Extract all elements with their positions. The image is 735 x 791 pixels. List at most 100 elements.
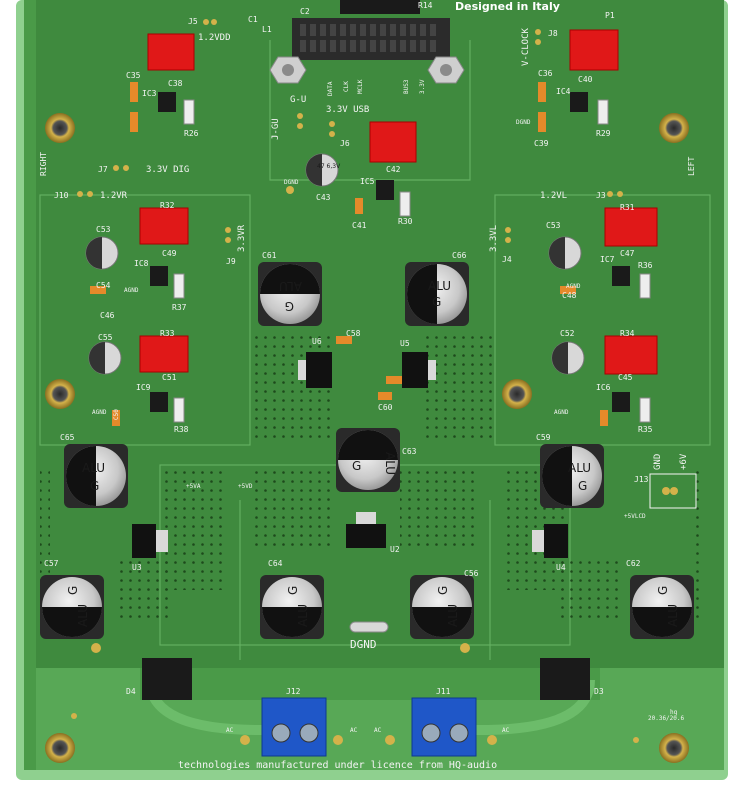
- alu-label: ALU: [296, 604, 310, 627]
- label-5vlcd: +5VLCD: [624, 513, 646, 520]
- smd-capacitor: [90, 82, 608, 426]
- label-u3: U3: [132, 563, 142, 572]
- label-r30: R30: [398, 217, 413, 226]
- header-connector: [292, 0, 450, 60]
- label-d3: D3: [594, 687, 604, 696]
- hex-standoff-left: [269, 56, 307, 84]
- label-j7-net: 3.3V DIG: [146, 165, 189, 175]
- label-r33: R33: [160, 329, 175, 338]
- alu-g-label: G: [656, 586, 670, 595]
- label-ic6: IC6: [596, 383, 611, 392]
- dgnd-test-loop: [349, 621, 389, 633]
- label-j12: J12: [286, 687, 301, 696]
- label-l1: L1: [262, 25, 272, 34]
- label-c43-value: 47 6,3V: [317, 163, 341, 170]
- label-c64: C64: [268, 559, 283, 568]
- label-j3: J3: [596, 191, 606, 200]
- small-electrolytic: [85, 153, 585, 375]
- via-fields: [40, 330, 700, 620]
- label-agnd-right2: AGND: [554, 409, 569, 416]
- label-c36: C36: [538, 69, 553, 78]
- alu-g-label: G: [90, 479, 99, 493]
- label-j7: J7: [98, 165, 108, 174]
- label-r14: R14: [418, 1, 433, 10]
- licence-text: technologies manufactured under licence …: [178, 760, 497, 771]
- label-c58: C58: [346, 329, 361, 338]
- label-j3-net: 1.2VL: [540, 191, 567, 201]
- alu-g-label: G: [285, 299, 294, 313]
- label-c63: C63: [402, 447, 417, 456]
- label-3v3: 3.3V: [419, 79, 426, 94]
- alu-capacitor: [40, 262, 694, 639]
- label-u2: U2: [390, 545, 400, 554]
- label-r29: R29: [596, 129, 611, 138]
- label-j10: J10: [54, 191, 69, 200]
- label-j9: J9: [226, 257, 236, 266]
- label-r31: R31: [620, 203, 635, 212]
- label-j10-net: 1.2VR: [100, 191, 128, 201]
- label-d4: D4: [126, 687, 136, 696]
- label-c49: C49: [162, 249, 177, 258]
- label-c40: C40: [578, 75, 593, 84]
- designed-in-italy: Designed in Italy: [455, 0, 560, 13]
- alu-g-label: G: [66, 586, 80, 595]
- label-c41: C41: [352, 221, 367, 230]
- label-j8: J8: [548, 29, 558, 38]
- label-r38: R38: [174, 425, 189, 434]
- label-c2: C2: [300, 7, 310, 16]
- label-ac: AC: [502, 727, 510, 734]
- version-text: 20.36/20.6: [648, 715, 685, 722]
- label-c50: C50: [113, 409, 120, 420]
- label-ic4: IC4: [556, 87, 571, 96]
- header-pins: [77, 19, 623, 243]
- label-6v: +6V: [679, 453, 689, 470]
- label-c54: C54: [96, 281, 111, 290]
- label-c59: C59: [536, 433, 551, 442]
- label-3v3l: 3.3VL: [489, 225, 499, 252]
- alu-g-label: G: [436, 586, 450, 595]
- label-5va: +5VA: [186, 483, 201, 490]
- label-j6: J6: [340, 139, 350, 148]
- label-r35: R35: [638, 425, 653, 434]
- label-ac: AC: [350, 727, 358, 734]
- label-c61: C61: [262, 251, 277, 260]
- label-g-u: G-U: [290, 95, 306, 105]
- alu-label: ALU: [568, 461, 591, 475]
- label-c47: C47: [620, 249, 635, 258]
- label-r32: R32: [160, 201, 175, 210]
- label-ic5: IC5: [360, 177, 375, 186]
- label-agnd: AGND: [124, 287, 139, 294]
- alu-g-label: G: [352, 459, 361, 473]
- label-dgnd-top: DGND: [284, 179, 299, 186]
- label-ac: AC: [374, 727, 382, 734]
- hq-text: hq: [670, 709, 678, 716]
- label-c46: C46: [100, 311, 115, 320]
- label-c42: C42: [386, 165, 401, 174]
- label-u6: U6: [312, 337, 322, 346]
- label-p1: P1: [605, 11, 615, 20]
- label-j11: J11: [436, 687, 451, 696]
- label-c66: C66: [452, 251, 467, 260]
- terminal-block: [261, 697, 477, 757]
- alu-g-label: G: [578, 479, 587, 493]
- label-r34: R34: [620, 329, 635, 338]
- label-c62: C62: [626, 559, 641, 568]
- label-c53: C53: [96, 225, 111, 234]
- label-j5: J5: [188, 17, 198, 26]
- alu-label: ALU: [428, 279, 451, 293]
- sot-ic: [150, 92, 630, 412]
- film-capacitor: [139, 29, 658, 375]
- label-dgnd: DGND: [350, 638, 377, 651]
- alu-label: ALU: [279, 279, 302, 293]
- label-c56: C56: [464, 569, 479, 578]
- solder-pad: [71, 186, 678, 745]
- label-ic8: IC8: [134, 259, 149, 268]
- label-c55: C55: [98, 333, 113, 342]
- label-r36: R36: [638, 261, 653, 270]
- alu-g-label: G: [286, 586, 300, 595]
- alu-label: ALU: [82, 461, 105, 475]
- label-left: LEFT: [687, 157, 696, 176]
- label-agnd-left2: AGND: [92, 409, 107, 416]
- label-5vd: +5VD: [238, 483, 253, 490]
